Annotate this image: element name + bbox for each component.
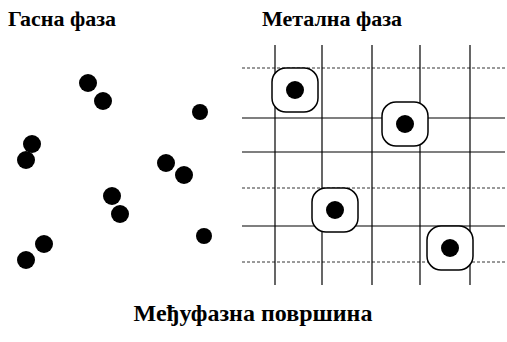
phase-label: Метална фаза — [262, 6, 402, 32]
phase-label: Гасна фаза — [8, 6, 116, 32]
metal-lattice — [242, 45, 505, 285]
adsorbed-atoms — [272, 68, 473, 270]
interface-label: Међуфазна површина — [134, 300, 373, 327]
gas-molecules — [17, 74, 212, 269]
